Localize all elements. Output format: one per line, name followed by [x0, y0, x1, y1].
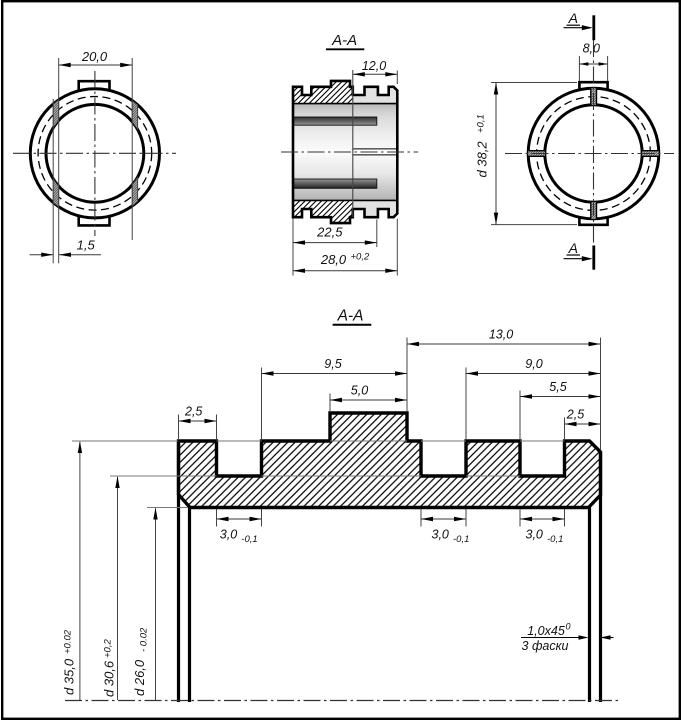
- svg-text:1,5: 1,5: [77, 238, 96, 253]
- svg-text:13,0: 13,0: [489, 328, 513, 342]
- svg-text:5,5: 5,5: [549, 380, 566, 394]
- svg-text:A-A: A-A: [331, 32, 357, 49]
- svg-text:A-A: A-A: [337, 308, 364, 325]
- svg-text:A: A: [568, 240, 578, 256]
- svg-text:9,0: 9,0: [525, 357, 542, 371]
- svg-text:d 35,0: d 35,0: [62, 658, 77, 695]
- svg-text:-0,1: -0,1: [453, 534, 469, 545]
- svg-text:1,0x45: 1,0x45: [527, 624, 565, 638]
- svg-text:+0.02: +0.02: [63, 629, 74, 654]
- svg-text:28,0: 28,0: [320, 252, 347, 267]
- svg-text:+0,2: +0,2: [103, 639, 114, 658]
- svg-text:8,0: 8,0: [583, 41, 600, 55]
- svg-text:0: 0: [566, 622, 571, 632]
- svg-text:+0,2: +0,2: [351, 252, 370, 263]
- svg-text:5,0: 5,0: [351, 384, 368, 398]
- svg-text:3,0: 3,0: [432, 528, 449, 542]
- svg-text:3 фаски: 3 фаски: [522, 639, 569, 653]
- svg-text:d 30,6: d 30,6: [102, 660, 117, 697]
- svg-text:3,0: 3,0: [526, 528, 543, 542]
- svg-text:9,5: 9,5: [324, 357, 341, 371]
- svg-text:12,0: 12,0: [362, 59, 386, 73]
- svg-text:+0,1: +0,1: [476, 114, 487, 133]
- svg-text:2,5: 2,5: [184, 405, 202, 419]
- svg-text:3,0: 3,0: [220, 528, 237, 542]
- svg-text:2,5: 2,5: [566, 408, 584, 422]
- svg-text:22,5: 22,5: [316, 224, 343, 239]
- svg-text:-0,1: -0,1: [241, 534, 257, 545]
- svg-text:d 38,2: d 38,2: [475, 141, 490, 178]
- svg-text:- 0.02: - 0.02: [139, 627, 150, 652]
- svg-text:A: A: [568, 10, 578, 26]
- svg-text:-0,1: -0,1: [547, 534, 563, 545]
- svg-text:20,0: 20,0: [81, 49, 108, 64]
- svg-text:d 26,0: d 26,0: [132, 659, 147, 696]
